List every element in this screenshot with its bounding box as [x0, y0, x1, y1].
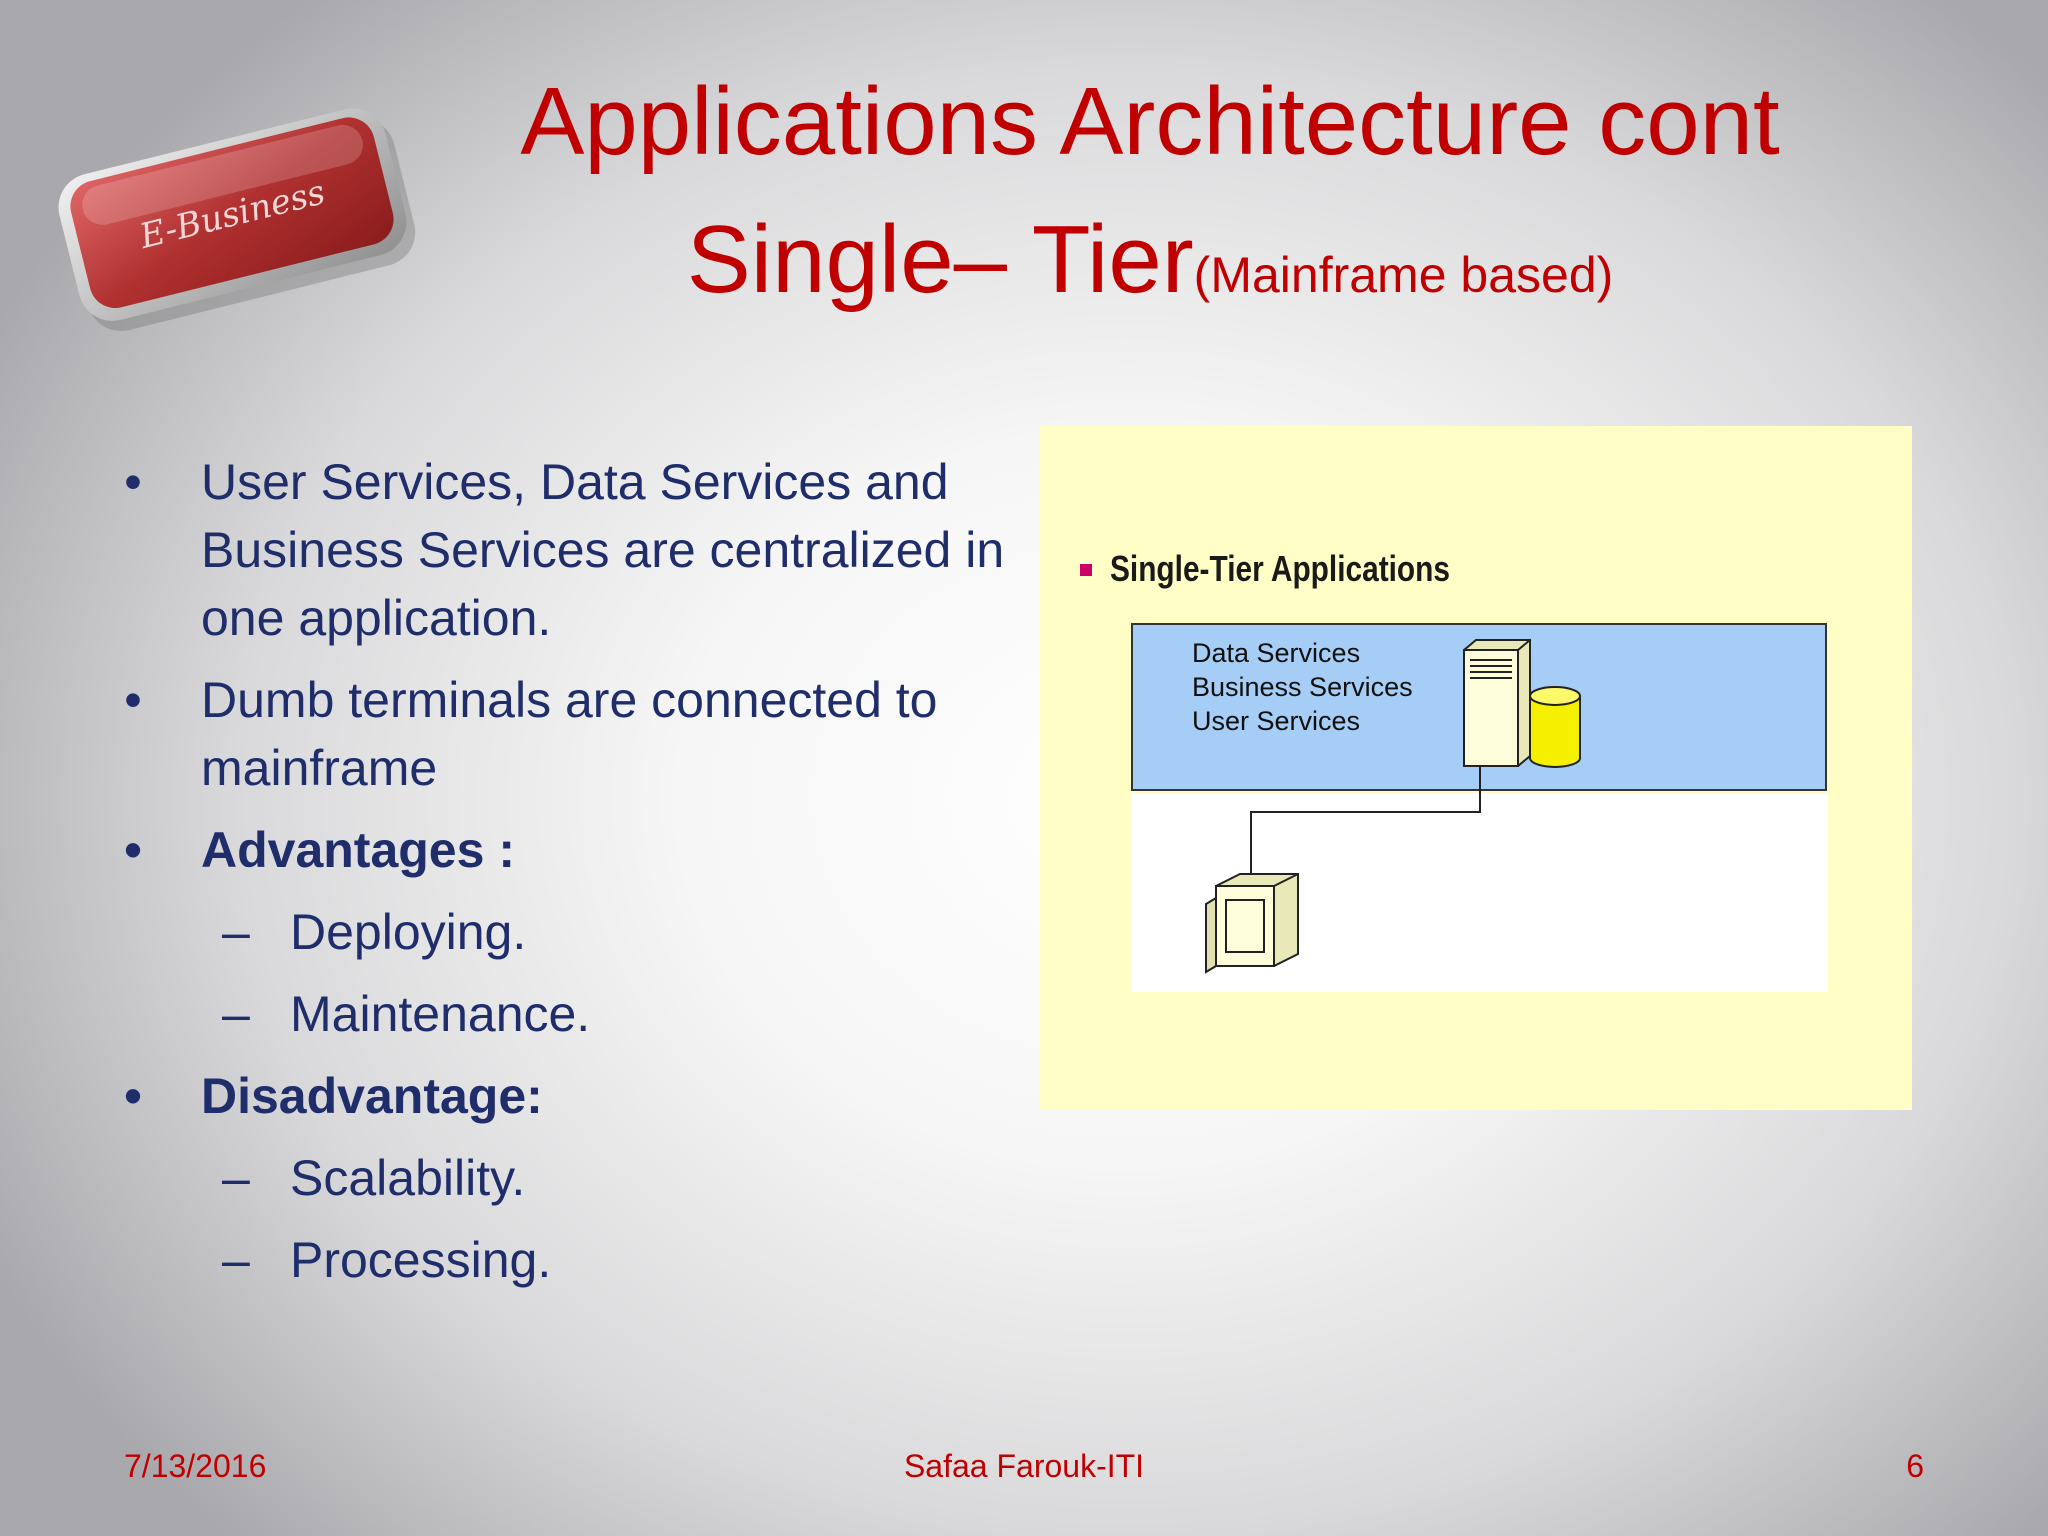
sub-list-item: – Maintenance. [118, 980, 1018, 1048]
service-label: Business Services [1192, 672, 1413, 702]
mainframe-server-icon [1463, 639, 1531, 767]
page-title: Applications Architecture cont [520, 68, 1780, 175]
dash-icon: – [222, 1150, 250, 1206]
sub-list-item: – Deploying. [118, 898, 1018, 966]
list-item-text: User Services, Data Services and Busines… [201, 454, 1005, 646]
list-item-text: Advantages : [201, 822, 515, 878]
dash-icon: – [222, 986, 250, 1042]
sub-list-item: – Scalability. [118, 1144, 1018, 1212]
dash-icon: – [222, 1232, 250, 1288]
bullet-dot-icon: • [124, 1068, 142, 1124]
subtitle-note: (Mainframe based) [1193, 247, 1614, 303]
footer-date: 7/13/2016 [124, 1448, 267, 1484]
sub-list-item-text: Processing. [290, 1232, 552, 1288]
bullet-dot-icon: • [124, 672, 142, 728]
list-item: • Dumb terminals are connected to mainfr… [118, 666, 1018, 802]
database-icon [1529, 686, 1581, 768]
service-label: Data Services [1192, 638, 1360, 668]
slide-number: 6 [1906, 1448, 1924, 1484]
list-item-advantages: • Advantages : [118, 816, 1018, 884]
sub-list-item-text: Scalability. [290, 1150, 526, 1206]
list-item-text: Disadvantage: [201, 1068, 543, 1124]
bullet-list: • User Services, Data Services and Busin… [118, 448, 1018, 1308]
bullet-dot-icon: • [124, 822, 142, 878]
single-tier-diagram: Single-Tier Applications Data Services B… [1040, 426, 1912, 1110]
connection-line [1250, 766, 1481, 874]
footer-author: Safaa Farouk-ITI [903, 1448, 1145, 1484]
page-subtitle: Single– Tier(Mainframe based) [300, 200, 2000, 348]
list-item-disadvantage: • Disadvantage: [118, 1062, 1018, 1130]
dumb-terminal-icon [1205, 873, 1299, 974]
e-business-logo: E-Business [50, 100, 430, 340]
sub-list-item-text: Maintenance. [290, 986, 591, 1042]
subtitle-main: Single– Tier [686, 206, 1194, 313]
list-item: • User Services, Data Services and Busin… [118, 448, 1018, 652]
sub-list-item: – Processing. [118, 1226, 1018, 1294]
sub-list-item-text: Deploying. [290, 904, 527, 960]
bullet-dot-icon: • [124, 454, 142, 510]
diagram-heading: Single-Tier Applications [1110, 548, 1450, 589]
service-label: User Services [1192, 706, 1360, 736]
dash-icon: – [222, 904, 250, 960]
list-item-text: Dumb terminals are connected to mainfram… [201, 672, 938, 796]
heading-bullet-icon [1080, 564, 1092, 576]
